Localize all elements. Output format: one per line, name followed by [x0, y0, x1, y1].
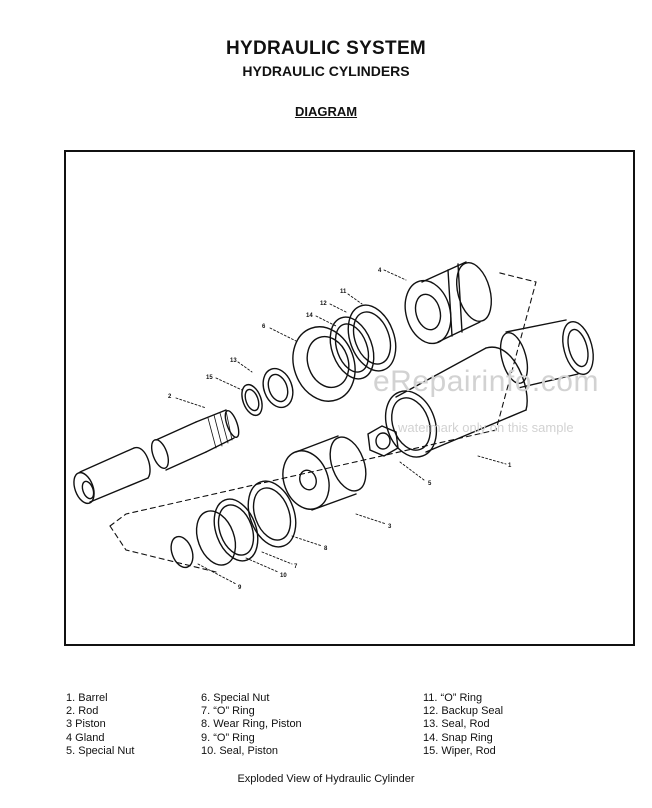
legend-item: 10. Seal, Piston: [201, 744, 279, 757]
callout-1: 1: [508, 463, 512, 469]
legend-item: 5. Special Nut: [66, 744, 135, 757]
page-subtitle: HYDRAULIC CYLINDERS: [242, 63, 410, 79]
piston-part: [282, 435, 367, 511]
diagram-frame: 1 2 3 4 5 6 7 8 9 10 11 12 13 14 15: [64, 150, 635, 646]
legend-item: 12. Backup Seal: [423, 705, 504, 718]
lower-seal-rings: [170, 480, 297, 569]
legend-item: 8. Wear Ring, Piston: [201, 718, 302, 731]
callout-14: 14: [306, 313, 313, 319]
legend-item: 9. “O” Ring: [201, 731, 255, 744]
special-nut-part: [367, 425, 399, 457]
legend-item: 15. Wiper, Rod: [423, 744, 496, 757]
callout-13: 13: [230, 358, 237, 364]
legend-item: 11. “O” Ring: [423, 692, 483, 704]
callout-8: 8: [324, 546, 328, 552]
upper-seal-rings: [241, 304, 397, 417]
watermark-subtext: watermark only on this sample: [398, 420, 574, 435]
callout-9: 9: [238, 585, 242, 591]
legend-item: 7. “O” Ring: [201, 705, 255, 718]
legend-item: 4 Gland: [66, 731, 105, 744]
legend-column-2: 6. Special Nut 7. “O” Ring 8. Wear Ring,…: [201, 692, 302, 758]
watermark-text: eRepairinfo.com: [373, 365, 599, 398]
page-title: HYDRAULIC SYSTEM: [225, 38, 427, 59]
figure-caption: Exploded View of Hydraulic Cylinder: [237, 773, 415, 785]
callout-leaders: [175, 269, 507, 585]
legend-column-3: 11. “O” Ring 12. Backup Seal 13. Seal, R…: [423, 692, 503, 758]
callout-2: 2: [168, 394, 172, 400]
legend-item: 14. Snap Ring: [423, 731, 493, 744]
callout-15: 15: [206, 375, 213, 381]
section-heading: DIAGRAM: [294, 104, 358, 119]
assembly-guide-lines: [109, 271, 537, 573]
callout-3: 3: [388, 524, 392, 530]
barrel-part: [384, 319, 594, 458]
legend-column-1: 1. Barrel 2. Rod 3 Piston 4 Gland 5. Spe…: [66, 692, 134, 758]
legend-item: 2. Rod: [66, 705, 99, 718]
gland-part: [404, 261, 492, 345]
callout-4: 4: [378, 268, 382, 274]
callout-10: 10: [280, 573, 287, 579]
callout-11: 11: [340, 289, 347, 295]
legend-item: 6. Special Nut: [201, 692, 270, 704]
callout-12: 12: [320, 301, 327, 307]
legend-item: 1. Barrel: [66, 692, 108, 704]
legend-item: 3 Piston: [66, 718, 106, 731]
rod-part: [73, 409, 240, 505]
legend-item: 13. Seal, Rod: [423, 718, 490, 731]
exploded-view-diagram: 1 2 3 4 5 6 7 8 9 10 11 12 13 14 15: [73, 261, 594, 591]
callout-7: 7: [294, 564, 298, 570]
callout-6: 6: [262, 324, 266, 330]
callout-5: 5: [428, 481, 432, 487]
